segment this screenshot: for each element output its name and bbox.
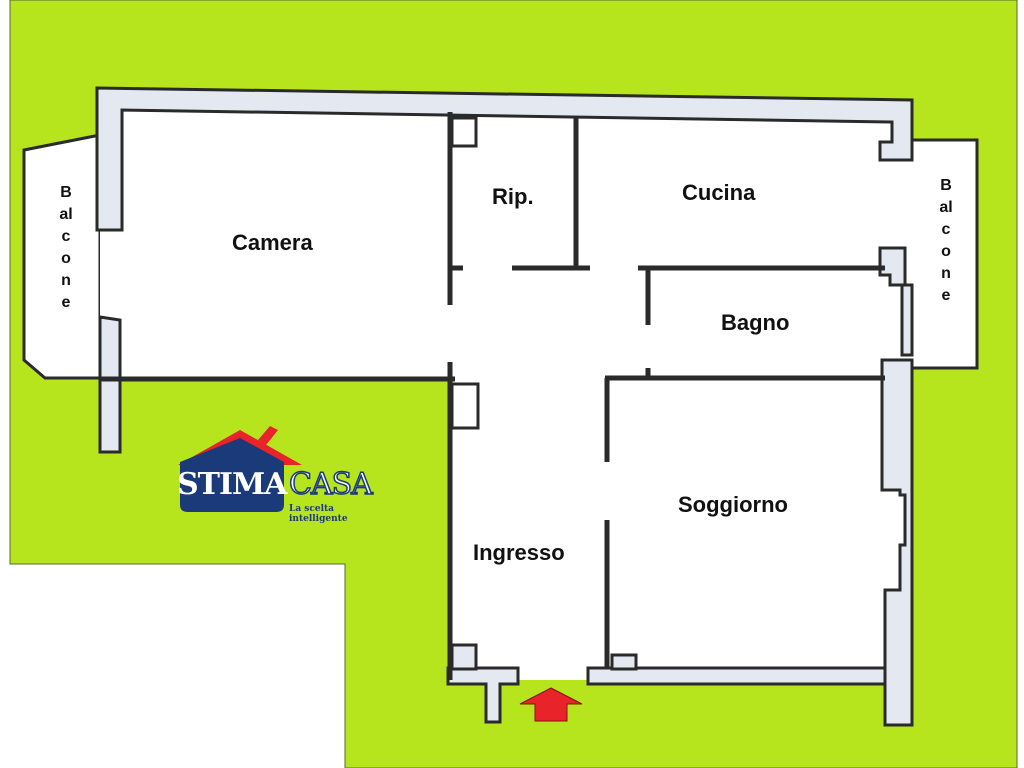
outer-walls xyxy=(95,86,914,727)
logo-brand-casa: CASA xyxy=(288,466,373,503)
room-label-camera: Camera xyxy=(232,230,313,255)
room-label-soggiorno: Soggiorno xyxy=(678,492,788,517)
stimacasa-logo: STIMA CASA La scelta intelligente xyxy=(167,425,393,524)
room-label-ripostiglio: Rip. xyxy=(492,184,534,209)
apartment-interior xyxy=(100,90,912,725)
logo-tagline: La scelta intelligente xyxy=(289,504,348,524)
logo-house-icon xyxy=(178,426,302,512)
up-arrow-icon xyxy=(519,687,583,722)
room-label-cucina: Cucina xyxy=(682,180,756,205)
balcony-left xyxy=(22,133,102,380)
logo-brand-stima: STIMA xyxy=(177,467,288,502)
room-label-ingresso: Ingresso xyxy=(473,540,565,565)
interior-walls xyxy=(100,112,885,680)
room-label-balcone-left: Balcone xyxy=(59,184,73,311)
room-label-bagno: Bagno xyxy=(721,310,790,335)
room-label-balcone-right: Balcone xyxy=(939,177,953,304)
